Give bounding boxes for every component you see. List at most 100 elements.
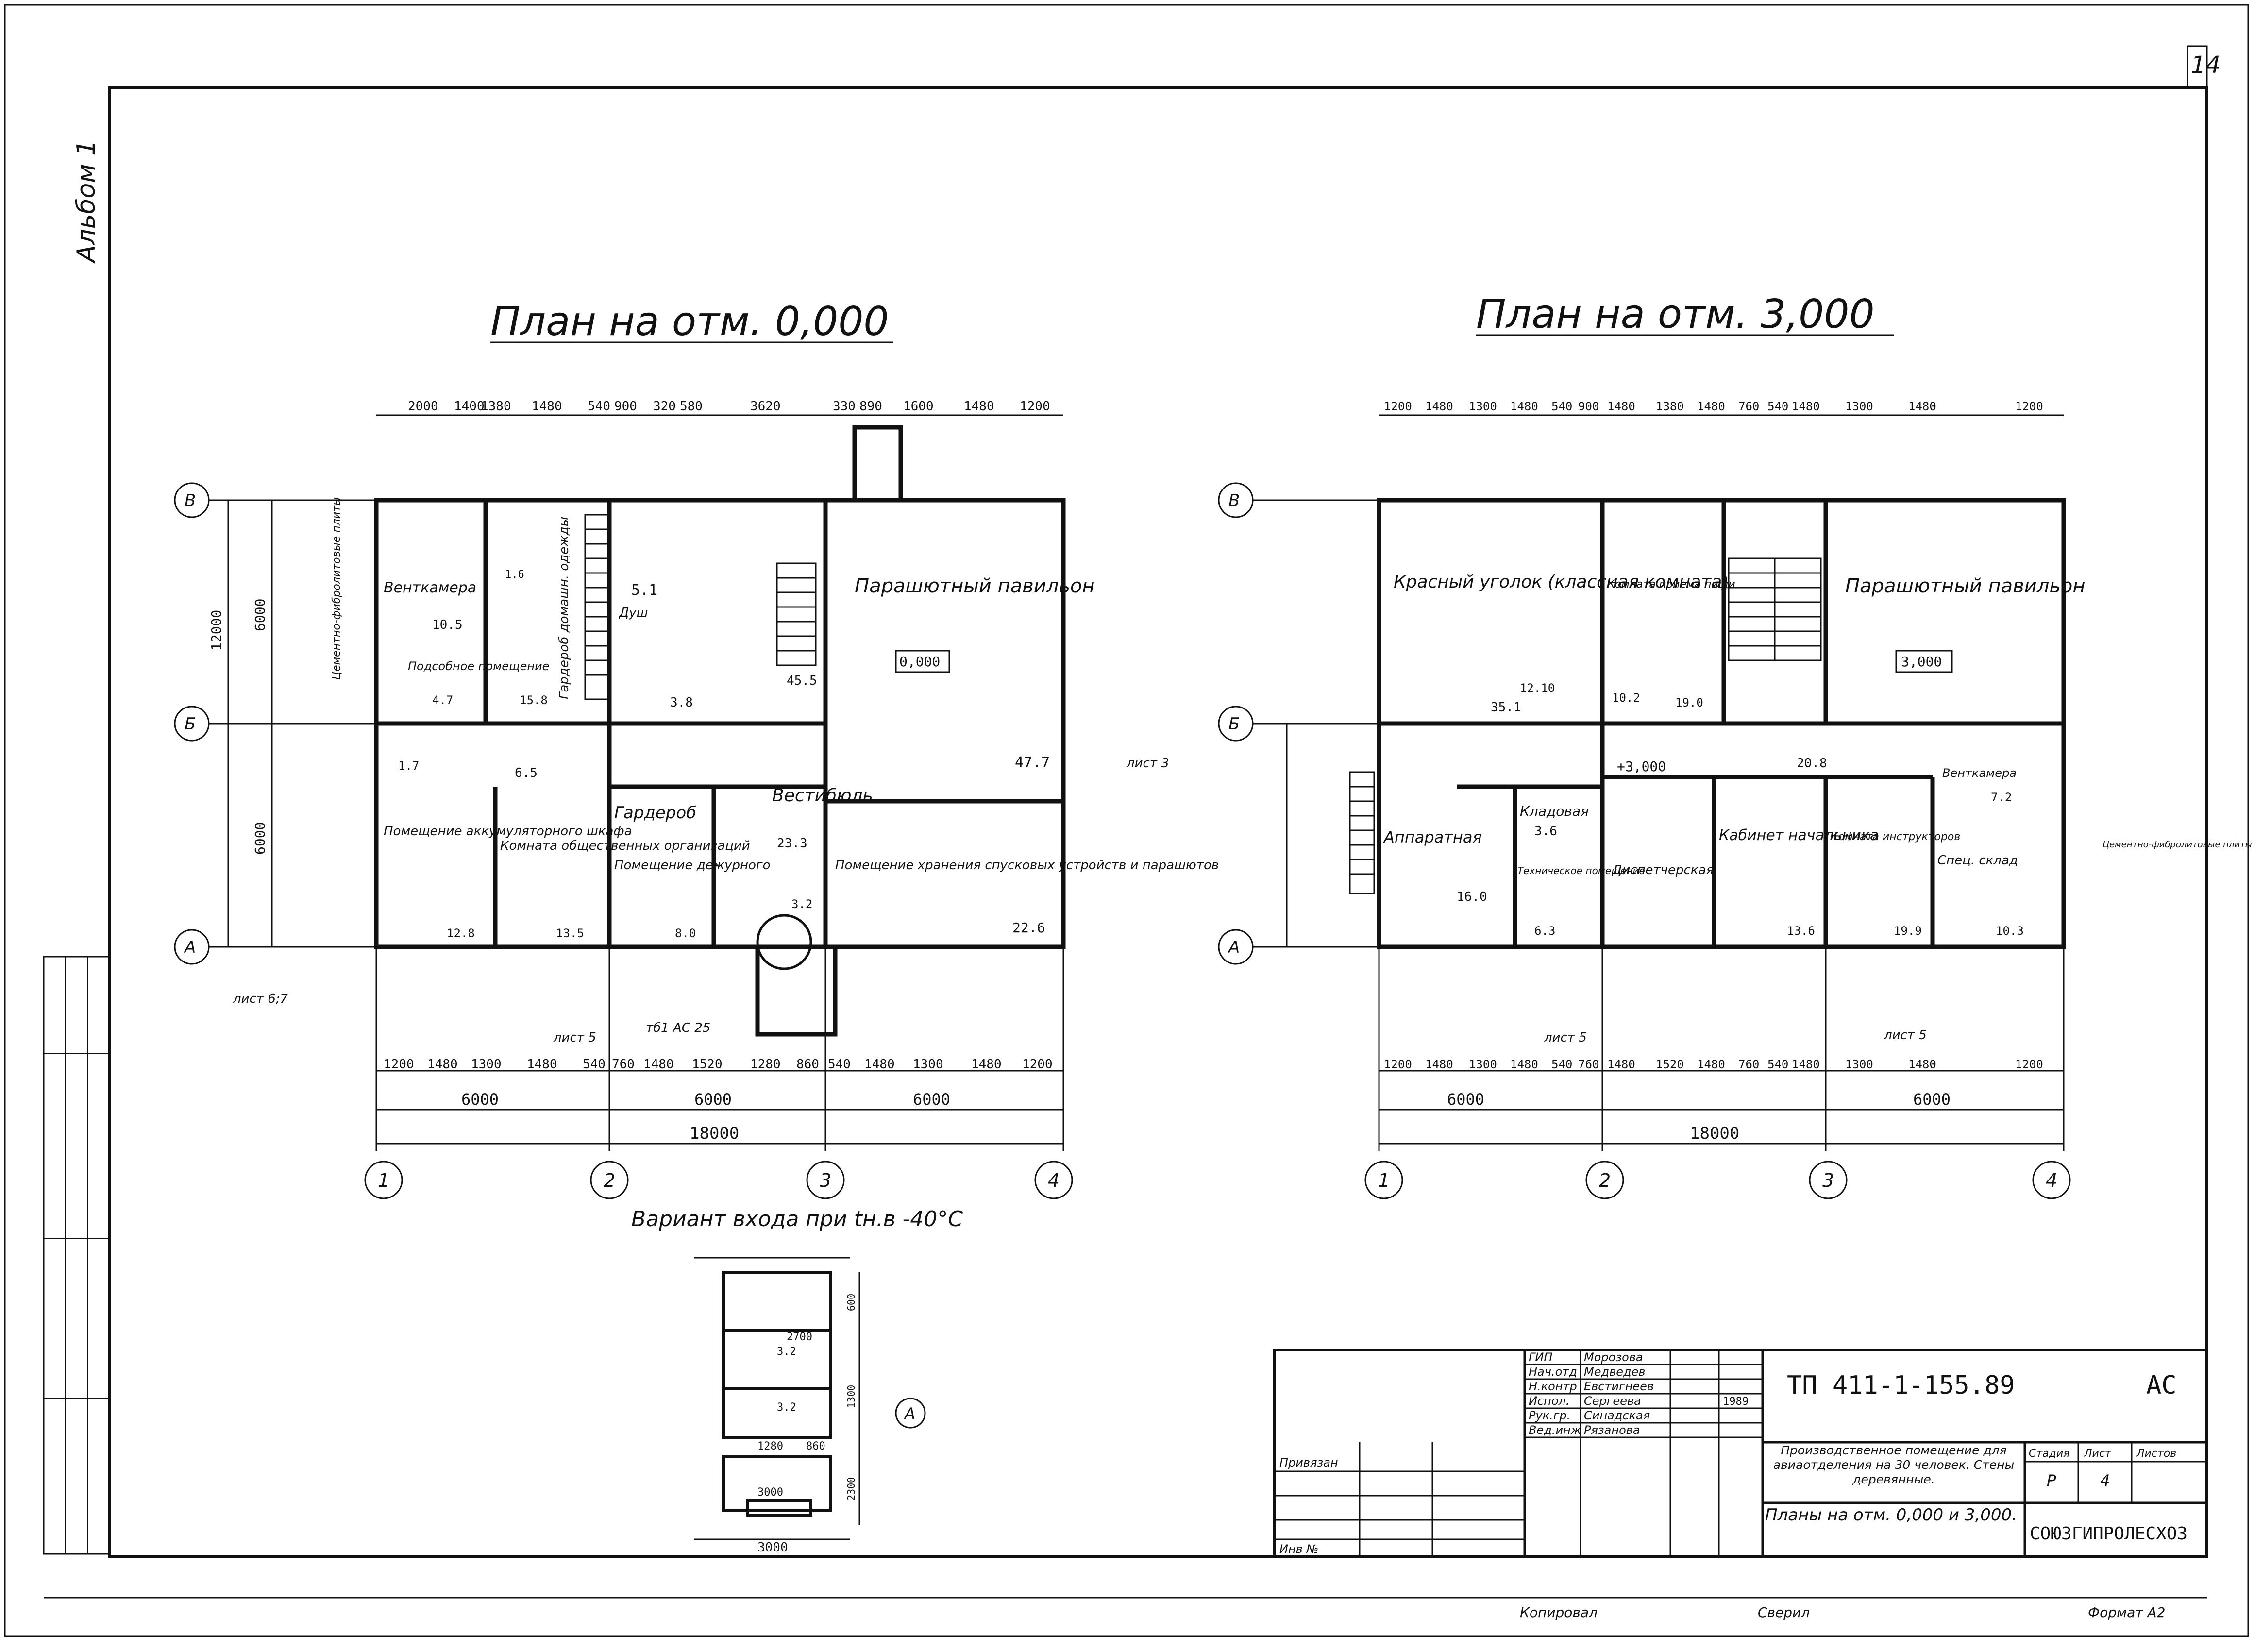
area-label: 12.10 <box>1520 681 1555 695</box>
room-dispetch: Диспетчерская <box>1612 863 1714 877</box>
album-label: Альбом 1 <box>72 140 101 264</box>
sheets-label: Листов <box>2136 1448 2176 1460</box>
room-apparatnaya: Аппаратная <box>1383 828 1482 846</box>
room-tehnich: Техническое помещение <box>1517 865 1645 877</box>
variant-axis-label: А <box>904 1404 915 1423</box>
room-kabinet: Кабинет начальника <box>1719 827 1879 844</box>
tb-name: Синадская <box>1584 1409 1650 1422</box>
area-label: 10.3 <box>1996 924 2024 938</box>
doc-mark: АС <box>2146 1371 2177 1400</box>
room-pom-dezhur: Помещение дежурного <box>614 858 770 873</box>
left-axis-bubbles <box>174 482 1073 1199</box>
variant-dim: 2700 <box>787 1331 812 1343</box>
variant-area: 3.2 <box>777 1401 796 1414</box>
axis-label-3: 3 <box>1822 1170 1834 1191</box>
section-ref: лист 5 <box>1544 1030 1587 1045</box>
right-cement-note: Цементно-фибролитовые плиты <box>2103 840 2252 850</box>
format-label: Формат А2 <box>2088 1604 2165 1620</box>
room-podsobnoe: Подсобное помещение <box>408 659 549 673</box>
section-ref: лист 6;7 <box>233 992 288 1006</box>
left-plan-stairs <box>584 514 817 970</box>
area-label: 45.5 <box>787 674 817 688</box>
room-pom-akkum: Помещение аккумуляторного шкафа <box>384 824 632 839</box>
room-krasny: Красный уголок (классная комната) <box>1394 572 1729 592</box>
axis-label-2: 2 <box>604 1170 615 1191</box>
left-dim-lines <box>227 414 1064 1151</box>
tb-role: Рук.гр. <box>1529 1409 1570 1422</box>
variant-dim: 860 <box>806 1440 825 1452</box>
area-label: 19.0 <box>1675 696 1703 709</box>
right-dim-lines <box>1286 414 2065 1151</box>
tb-role: Испол. <box>1529 1394 1570 1408</box>
area-label: 6.3 <box>1534 924 1555 938</box>
variant-title: Вариант входа при tн.в -40°С <box>631 1207 963 1231</box>
variant-dim: 2300 <box>845 1477 857 1500</box>
left-plan-title: План на отм. 0,000 <box>490 299 889 345</box>
area-label: 15.8 <box>520 693 548 707</box>
room-ventkamera-right: Венткамера <box>1942 766 2017 780</box>
area-label: 4.7 <box>432 693 453 707</box>
room-garderob-domashney: Гардероб домашн. одежды <box>557 517 572 699</box>
sheet-frame <box>4 4 2249 1637</box>
area-label: 47.7 <box>1015 754 1050 771</box>
sheet-label: Лист <box>2084 1448 2112 1460</box>
tb-name: Рязанова <box>1584 1423 1640 1437</box>
area-label: 19.9 <box>1894 924 1922 938</box>
axis-label-a: А <box>184 938 196 957</box>
room-pom-hranenia: Помещение хранения спусковых устройств и… <box>835 858 1219 873</box>
area-label: 10.5 <box>432 618 463 632</box>
checked-label: Сверил <box>1758 1604 1810 1620</box>
tb-role: ГИП <box>1529 1350 1552 1364</box>
area-label: 35.1 <box>1491 700 1521 715</box>
area-label: 3.8 <box>670 695 693 710</box>
variant-dim: 600 <box>845 1294 857 1311</box>
axis-label-b: Б <box>185 714 196 734</box>
sheet-value: 4 <box>2100 1471 2110 1490</box>
axis-label-2: 2 <box>1599 1170 1611 1191</box>
room-komnata-priema: Комната приема пищи <box>1607 578 1735 590</box>
tb-role: Нач.отд <box>1529 1365 1577 1379</box>
room-komnata-instr: Комната инструкторов <box>1831 831 1960 843</box>
tb-name: Морозова <box>1584 1350 1643 1364</box>
room-ventkamera: Венткамера <box>384 579 476 596</box>
variant-dim: 3000 <box>757 1486 783 1499</box>
stage-label: Стадия <box>2029 1448 2069 1460</box>
area-label: 1.7 <box>398 759 419 773</box>
section-ref: тб1 АС 25 <box>646 1021 710 1035</box>
area-label: 13.5 <box>556 927 584 940</box>
axis-label-4: 4 <box>1048 1170 1060 1191</box>
axis-label-3: 3 <box>820 1170 831 1191</box>
area-label: 10.2 <box>1612 691 1640 705</box>
left-dims-bottom: 1200 1480 1300 1480 540 760 1480 1520 12… <box>384 1057 1053 1072</box>
left-dims-top: 2000 1400 1380 1480 540 900 320 580 3620… <box>408 399 1050 414</box>
room-parashutny-left: Парашютный павильон <box>855 575 1095 597</box>
right-dims-top: 1200 1480 1300 1480 540 900 1480 1380 14… <box>1384 400 2043 413</box>
organization: СОЮЗГИПРОЛЕСХОЗ <box>2030 1524 2187 1544</box>
left-dim-vert-b: 6000 <box>252 822 268 855</box>
room-spec: Спец. склад <box>1937 853 2018 868</box>
variant-entrance-plan <box>694 1257 926 1540</box>
sheet-title: Планы на отм. 0,000 и 3,000. <box>1765 1505 2017 1525</box>
binding-stamp-column <box>43 956 110 1555</box>
area-label: 23.3 <box>777 836 807 851</box>
tb-name: Евстигнеев <box>1584 1380 1654 1393</box>
area-label: 16.0 <box>1457 890 1487 904</box>
tb-name: Сергеева <box>1584 1394 1641 1408</box>
room-cement-plates: Цементно-фибролитовые плиты <box>331 497 343 680</box>
left-dims-bays: 6000 6000 6000 <box>461 1090 950 1109</box>
title-block-grid <box>1273 1349 2208 1558</box>
stage-value: Р <box>2047 1471 2056 1490</box>
room-komnata-obsh: Комната общественных организаций <box>500 839 750 853</box>
room-parashutny-right: Парашютный павильон <box>1845 575 2086 597</box>
axis-label-4: 4 <box>2046 1170 2057 1191</box>
area-label: 12.8 <box>447 927 475 940</box>
variant-dim: 3000 <box>757 1540 788 1555</box>
left-dim-vert-a: 6000 <box>252 599 268 631</box>
right-dims-bays: 6000 6000 <box>1447 1090 1951 1109</box>
privyazan-label: Привязан <box>1279 1456 1338 1469</box>
tb-role: Вед.инж <box>1529 1423 1581 1437</box>
variant-dim: 1280 <box>757 1440 783 1452</box>
right-plan-stairs <box>1349 557 1822 894</box>
room-kladovaya: Кладовая <box>1520 803 1589 819</box>
